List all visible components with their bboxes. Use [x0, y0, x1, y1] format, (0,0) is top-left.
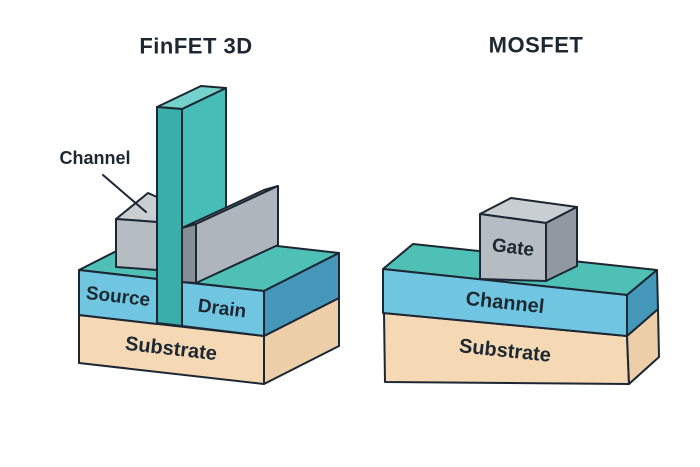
finfet-title: FinFET 3D [139, 34, 252, 59]
mosfet-gate-front-face [479, 213, 547, 282]
finfet-layer-side-face [263, 252, 340, 337]
mosfet-gate-label: Gate [491, 235, 535, 261]
channel-leader-line [102, 174, 147, 213]
finfet-gate-left-front-face [115, 218, 158, 271]
mosfet-title: MOSFET [489, 33, 584, 58]
finfet-fin-side-face [181, 87, 227, 229]
mosfet-channel-side-face [626, 269, 659, 337]
mosfet-structure [382, 197, 660, 385]
finfet-gate-right-front-face [181, 223, 197, 284]
finfet-gate-left-top-face [115, 192, 158, 223]
finfet-fin-front-face [156, 106, 183, 327]
finfet-channel-label: Channel [59, 148, 130, 168]
finfet-structure [78, 85, 340, 385]
